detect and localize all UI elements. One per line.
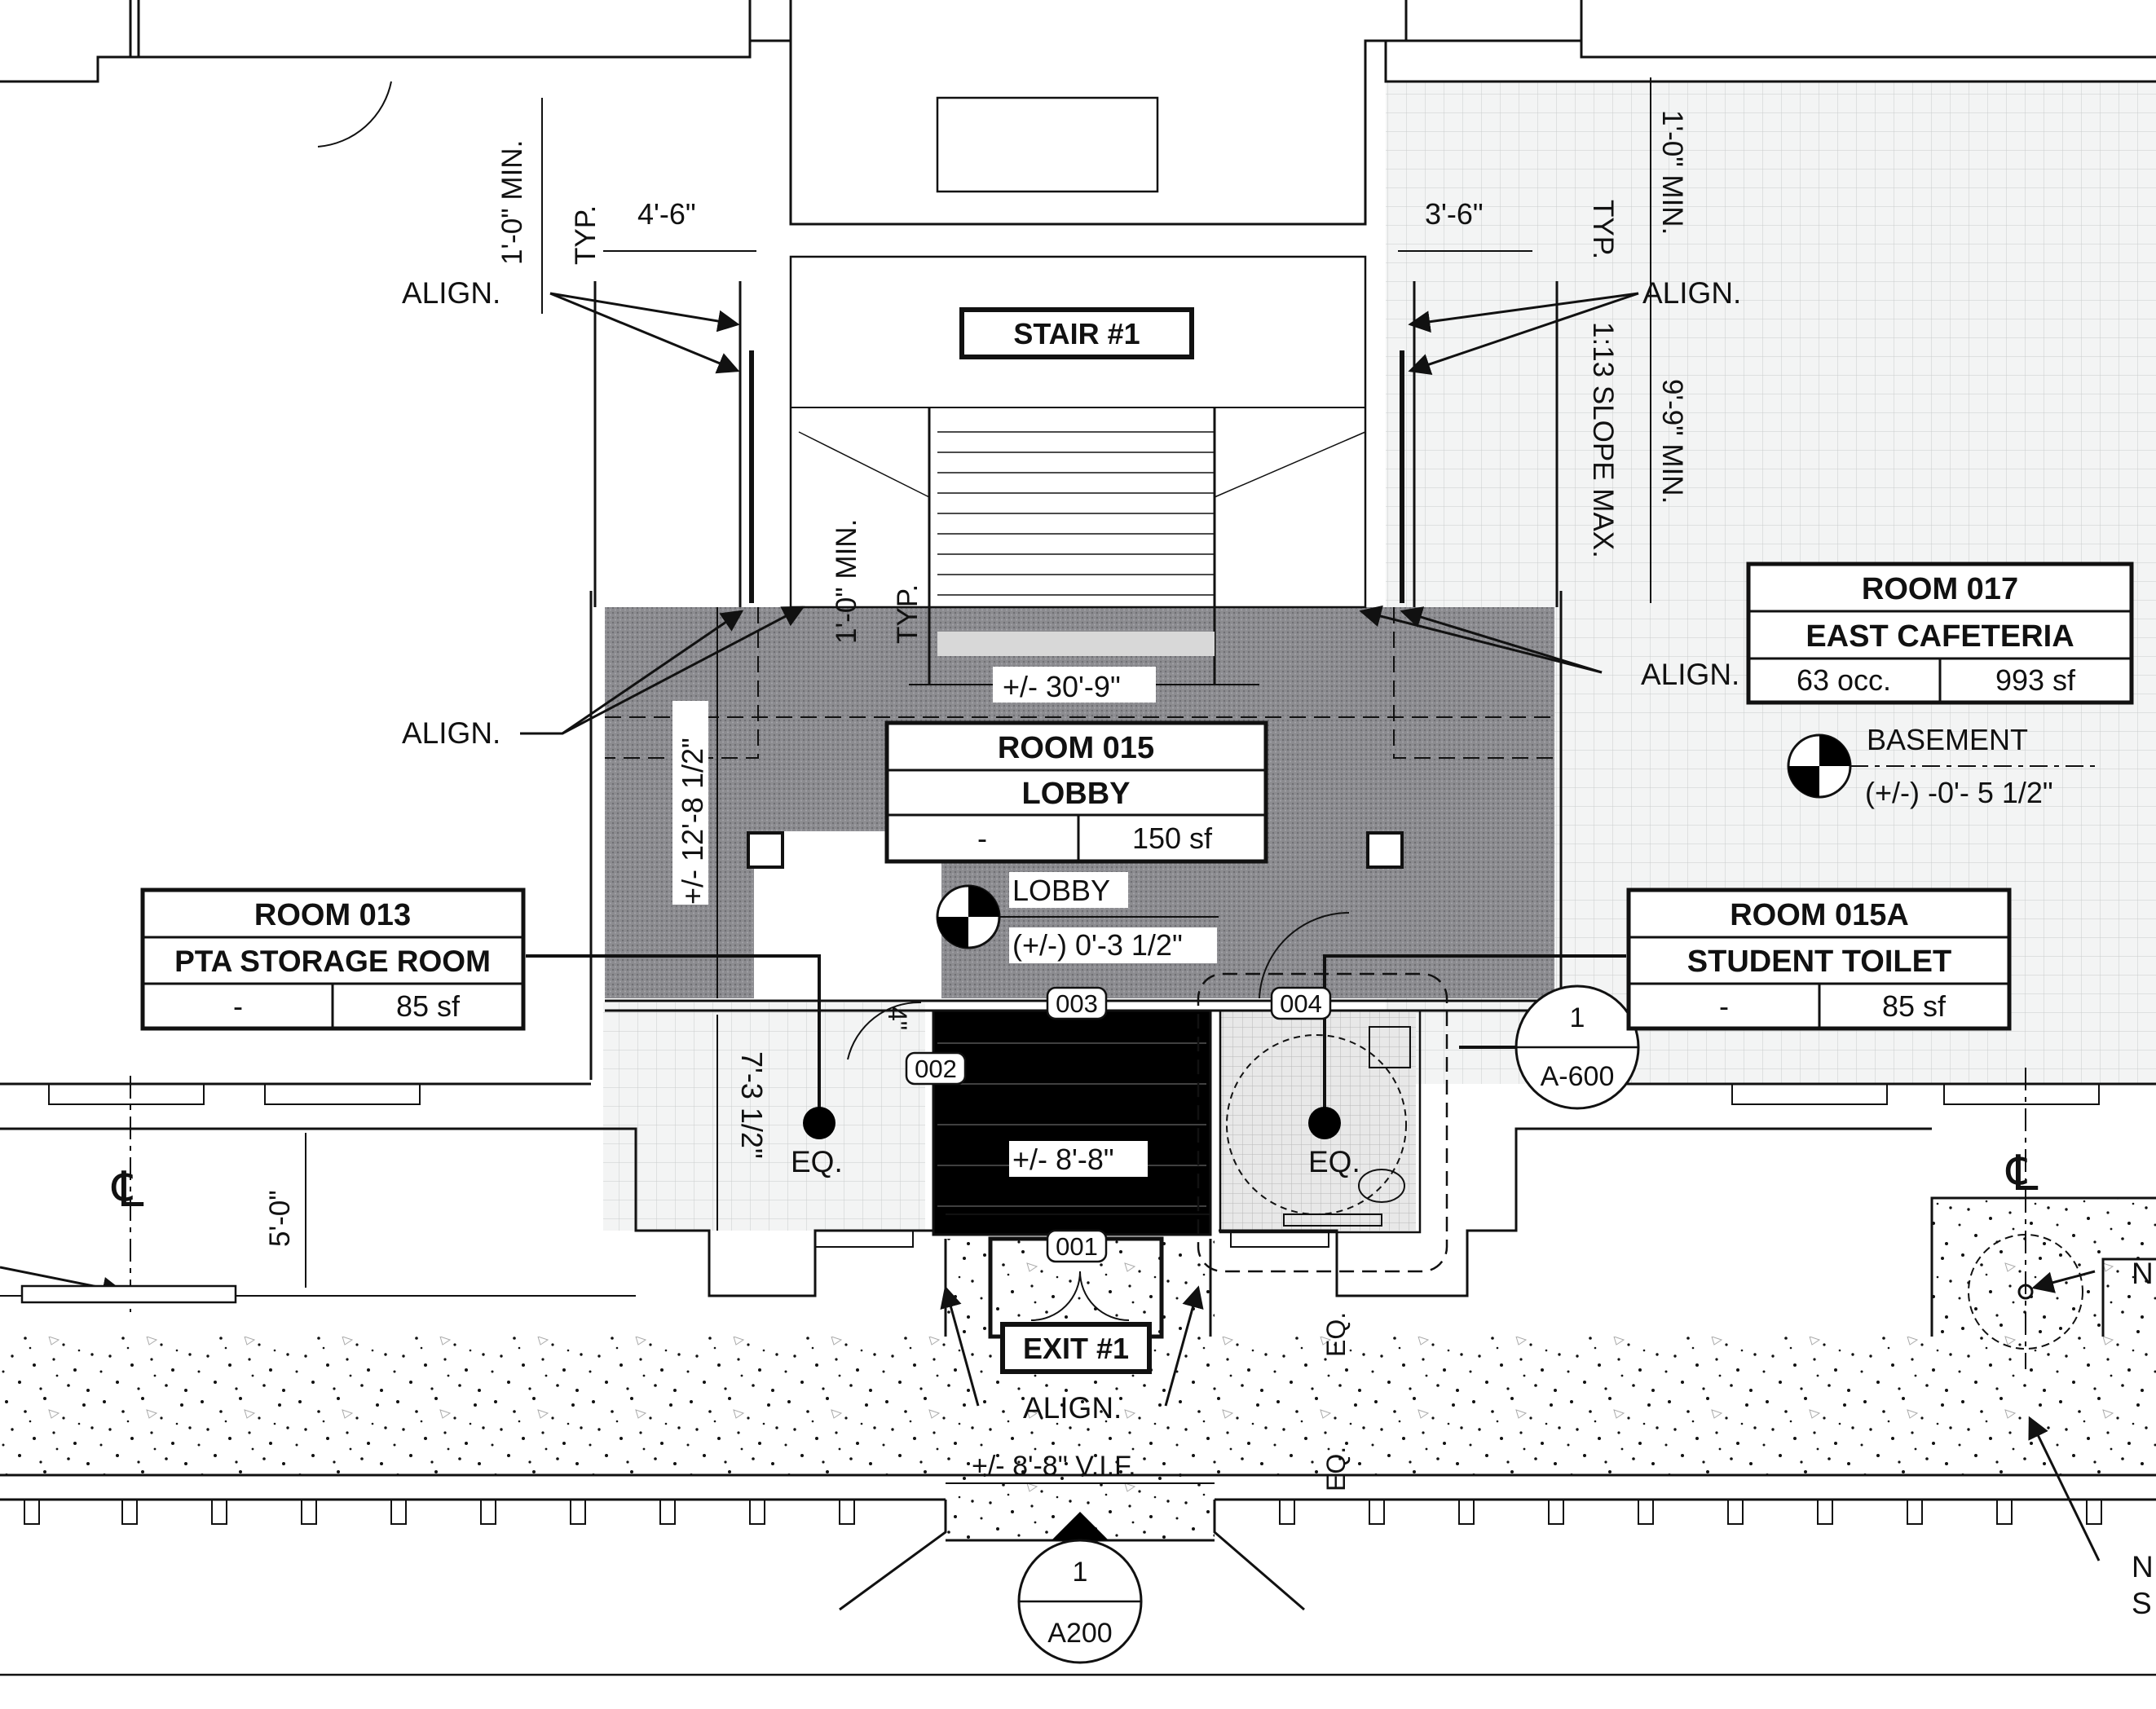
typ-note-left: TYP.: [570, 205, 602, 265]
section-a200-number: 1: [1073, 1557, 1088, 1588]
room-015-occupancy: -: [977, 821, 987, 855]
room-017-number: ROOM 017: [1862, 572, 2018, 606]
column-right: [1366, 831, 1404, 869]
note-n-top: N: [2132, 1257, 2154, 1290]
room-015-number: ROOM 015: [998, 731, 1154, 765]
stair-label: STAIR #1: [1013, 317, 1140, 350]
room-015a-name: STUDENT TOILET: [1687, 945, 1951, 979]
elevation-marker-basement[interactable]: BASEMENT (+/-) -0'- 5 1/2": [1787, 723, 2095, 809]
room-tag-015a[interactable]: ROOM 015A STUDENT TOILET - 85 sf: [1626, 888, 2012, 1031]
section-a600-number: 1: [1570, 1002, 1585, 1033]
handrails: [749, 350, 1404, 603]
align-note-exit: ALIGN.: [1023, 1391, 1122, 1425]
centerline-symbol-left: ℄: [111, 1162, 144, 1217]
dim-7-3: 7'-3 1/2": [735, 1051, 769, 1159]
align-note-mid-right: ALIGN.: [1641, 658, 1739, 691]
centerline-symbol-right: ℄: [2005, 1146, 2039, 1200]
room-015a-number: ROOM 015A: [1730, 898, 1909, 932]
lobby-level-name: LOBBY: [1012, 874, 1110, 907]
basement-level-name: BASEMENT: [1867, 723, 2028, 756]
leaders: [0, 292, 2101, 1561]
door-001-label: 001: [1056, 1232, 1098, 1261]
eq-note-rot-bottom: EQ.: [1321, 1447, 1351, 1491]
section-mark-a600[interactable]: 1 A-600: [1514, 984, 1640, 1110]
note-n-bottom: N: [2132, 1550, 2154, 1583]
stair-landing-grey: [937, 632, 1215, 656]
dim-4-in: 4": [883, 1006, 912, 1030]
toilet-dashed-boundary: [1197, 972, 1448, 1273]
eq-marker-right: [1308, 1107, 1341, 1139]
room-015-name: LOBBY: [1022, 777, 1131, 811]
exit-tag[interactable]: EXIT #1: [1000, 1322, 1152, 1374]
room-tag-013[interactable]: ROOM 013 PTA STORAGE ROOM - 85 sf: [140, 888, 526, 1031]
lobby-level-value: (+/-) 0'-3 1/2": [1012, 928, 1183, 962]
room-015a-occupancy: -: [1719, 989, 1729, 1023]
stair-upper-block: [936, 96, 1159, 193]
section-a200-sheet: A200: [1047, 1618, 1112, 1649]
room-013-occupancy: -: [233, 989, 243, 1023]
toilet-fixtures: [1226, 1026, 1411, 1227]
door-tag-003[interactable]: 003: [1046, 986, 1108, 1020]
min-note-9-9: 9'-9" MIN.: [1656, 379, 1688, 504]
typ-note-right: TYP.: [1587, 200, 1619, 259]
room-015a-area: 85 sf: [1882, 989, 1947, 1023]
room-013-name: PTA STORAGE ROOM: [174, 945, 491, 978]
dim-8-8-vif: +/- 8'-8" V.I.F.: [972, 1451, 1136, 1482]
typ-note-stair: TYP.: [892, 584, 924, 644]
room-013-number: ROOM 013: [254, 898, 411, 932]
basement-level-value: (+/-) -0'- 5 1/2": [1865, 776, 2053, 809]
exit-label: EXIT #1: [1023, 1332, 1129, 1365]
dim-3-6: 3'-6": [1425, 197, 1484, 231]
entry-concrete: [946, 1239, 1215, 1540]
eq-marker-left: [803, 1107, 836, 1139]
door-swings: [317, 81, 1350, 1321]
min-note-left: 1'-0" MIN.: [496, 140, 528, 265]
annotation-notes: ALIGN. ALIGN. ALIGN. ALIGN. ALIGN. EQ. E…: [111, 276, 2154, 1620]
align-note-mid-left: ALIGN.: [402, 716, 500, 750]
room-017-area: 993 sf: [1995, 663, 2076, 697]
section-a600-sheet: A-600: [1541, 1061, 1615, 1092]
column-left: [747, 831, 784, 869]
door-tag-001[interactable]: 001: [1046, 1229, 1108, 1263]
dim-8-8: +/- 8'-8": [1012, 1143, 1114, 1176]
elevation-marker-lobby[interactable]: LOBBY (+/-) 0'-3 1/2": [936, 872, 1219, 963]
stair-tag[interactable]: STAIR #1: [959, 307, 1194, 359]
door-004-label: 004: [1280, 989, 1322, 1018]
dashed-guides: [605, 607, 1554, 759]
door-tag-004[interactable]: 004: [1270, 986, 1332, 1020]
slope-note: 1:13 SLOPE MAX.: [1587, 322, 1619, 558]
note-s-bottom: S: [2132, 1587, 2152, 1620]
room-017-occupancy: 63 occ.: [1797, 663, 1891, 697]
align-note-top-left: ALIGN.: [402, 276, 500, 310]
room-tag-017[interactable]: ROOM 017 EAST CAFETERIA 63 occ. 993 sf: [1746, 562, 2134, 705]
dim-12-8: +/- 12'-8 1/2": [676, 738, 709, 905]
eq-note-right: EQ.: [1308, 1145, 1360, 1178]
section-mark-a200[interactable]: 1 A200: [1017, 1512, 1143, 1664]
min-note-stair: 1'-0" MIN.: [831, 519, 862, 644]
room-017-name: EAST CAFETERIA: [1805, 619, 2074, 654]
eq-note-rot-top: EQ.: [1321, 1312, 1351, 1357]
storage-tile-floor: [603, 1002, 925, 1231]
door-003-label: 003: [1056, 989, 1098, 1018]
dimension-lines: [305, 77, 1651, 1484]
door-tag-002[interactable]: 002: [905, 1051, 967, 1086]
room-013-area: 85 sf: [396, 989, 461, 1023]
room-015-area: 150 sf: [1132, 821, 1213, 855]
room-tag-leaders: [526, 954, 1626, 1121]
centerlines: [130, 1068, 2026, 1369]
dim-30-9: +/- 30'-9": [1003, 670, 1121, 703]
pilasters: [24, 1084, 2102, 1525]
dim-4-6: 4'-6": [637, 197, 696, 231]
align-note-top-right: ALIGN.: [1642, 276, 1741, 310]
dim-5-0: 5'-0": [264, 1190, 296, 1247]
eq-note-left: EQ.: [791, 1145, 843, 1178]
east-planter-concrete: [1932, 1198, 2156, 1353]
room-tag-015[interactable]: ROOM 015 LOBBY - 150 sf: [884, 720, 1268, 864]
min-note-right: 1'-0" MIN.: [1656, 110, 1688, 235]
door-002-label: 002: [915, 1055, 957, 1083]
